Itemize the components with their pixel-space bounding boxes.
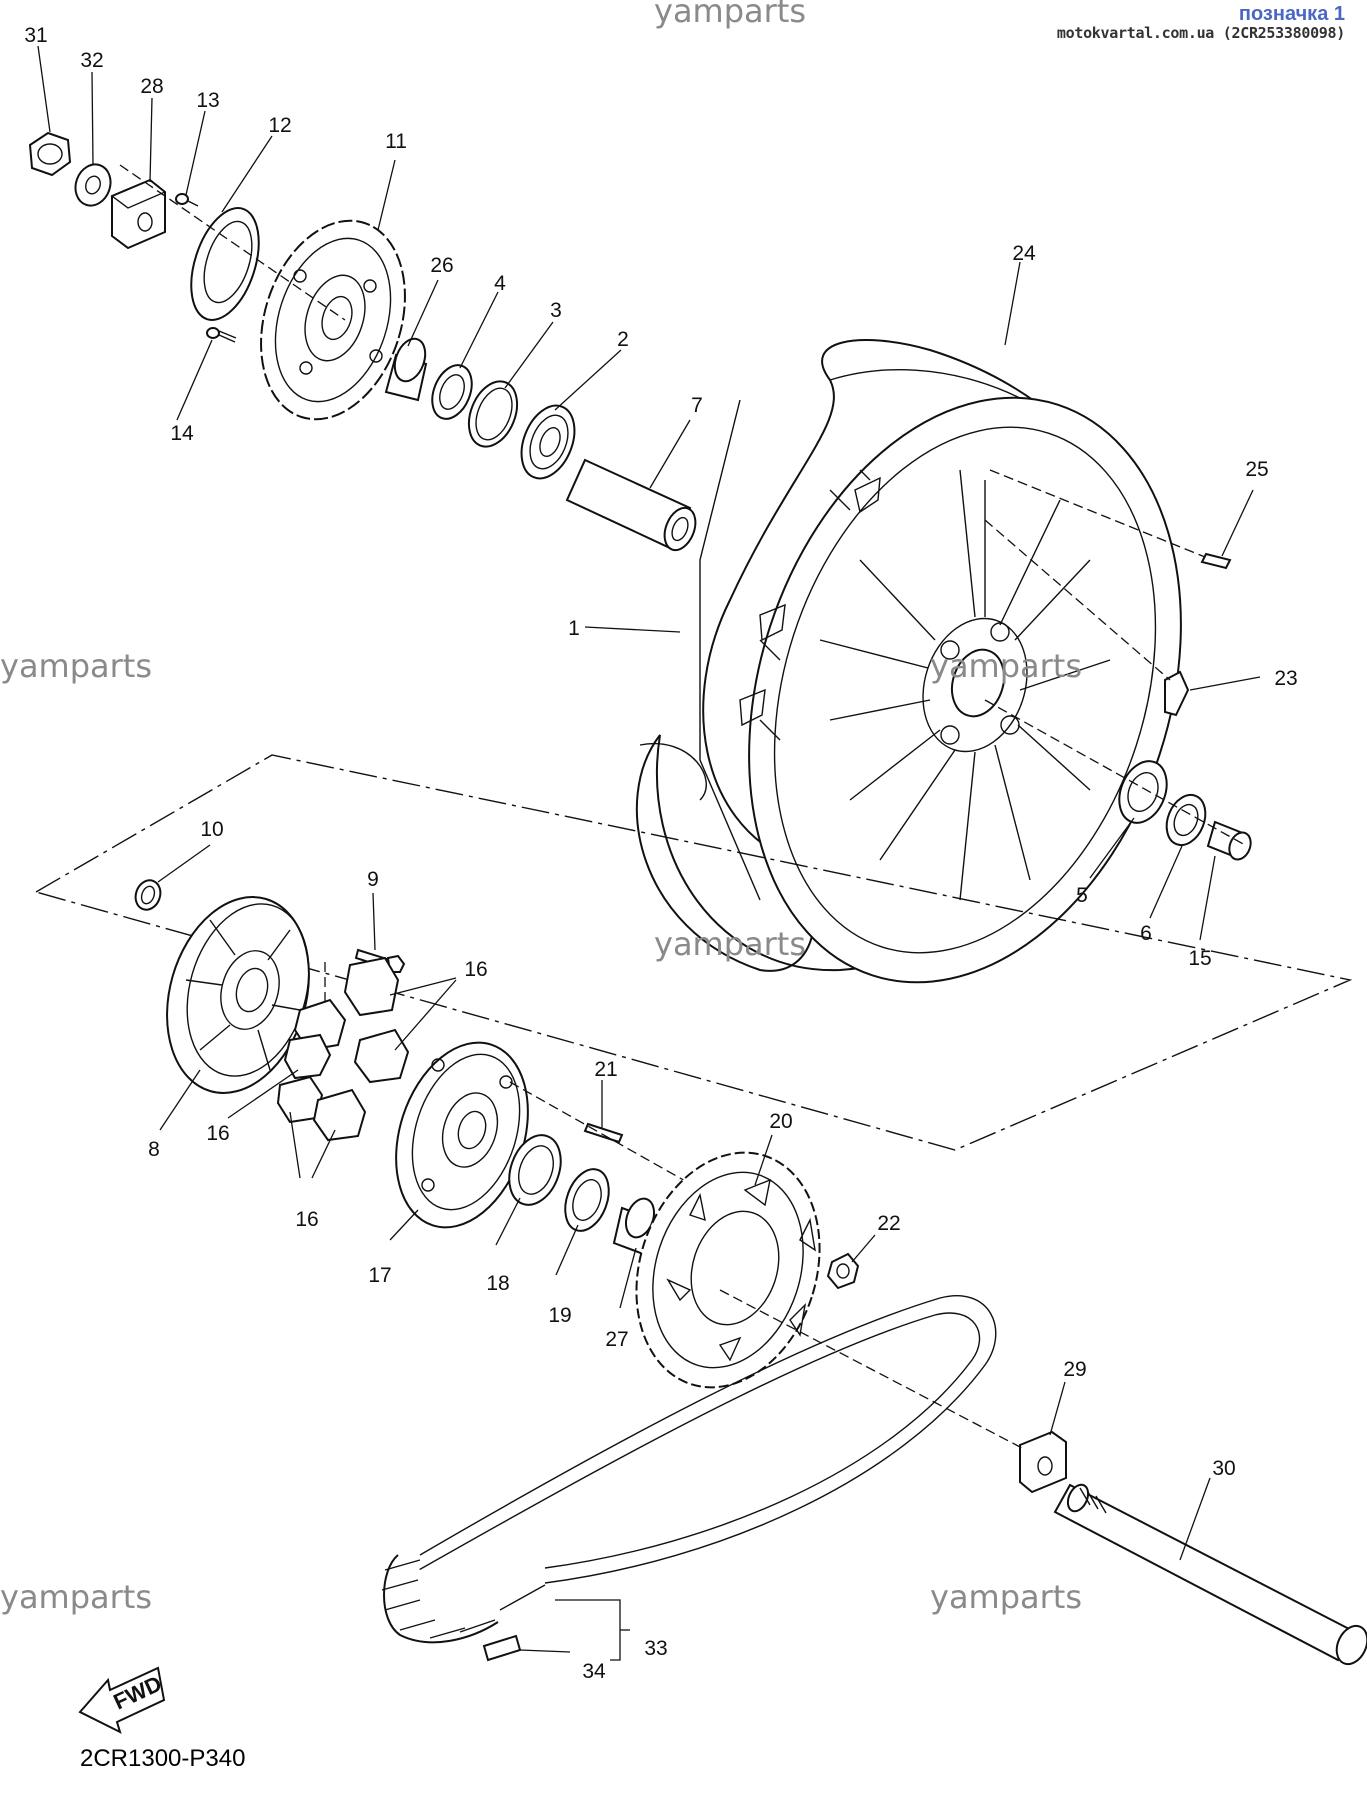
part-13-screw: [175, 193, 199, 207]
callout-32: 32: [80, 49, 103, 72]
callout-labels: 31 32 28 13 12 11 14 26 4 3 2 7 1 24 25 …: [24, 24, 1297, 1683]
watermark: yamparts: [0, 647, 153, 685]
part-20-rear-sprocket: [635, 1151, 821, 1389]
stamp-label: позначка 1: [1238, 3, 1345, 25]
callout-7: 7: [691, 394, 703, 417]
callout-19: 19: [548, 1304, 571, 1327]
callout-5: 5: [1076, 884, 1088, 907]
callout-15: 15: [1188, 947, 1211, 970]
callout-22: 22: [877, 1212, 900, 1235]
callout-33: 33: [644, 1637, 667, 1660]
callout-16-b: 16: [206, 1122, 229, 1145]
part-25-balance-weight: [989, 469, 1232, 570]
part-21-stud-bolt: [583, 1122, 624, 1144]
callout-34: 34: [582, 1660, 606, 1683]
callout-4: 4: [494, 272, 506, 295]
hub-assembly-boundary: [34, 754, 1353, 1151]
callout-26: 26: [430, 254, 453, 277]
part-29-chain-puller: [1019, 1430, 1067, 1494]
part-4-oil-seal: [431, 364, 473, 420]
callout-10: 10: [200, 818, 223, 841]
part-17-sprocket-hub: [395, 1041, 529, 1229]
part-26-collar: [384, 337, 428, 402]
callout-28: 28: [140, 75, 163, 98]
part-12-plate: [190, 207, 260, 321]
part-16-damper-upper-2: [353, 1028, 410, 1084]
part-6-oil-seal: [1165, 793, 1207, 847]
callout-23: 23: [1274, 667, 1297, 690]
callout-6: 6: [1140, 922, 1152, 945]
part-28-chain-puller: [110, 178, 167, 250]
callout-16-c: 16: [295, 1208, 318, 1231]
diagram-code: 2CR1300-P340: [80, 1745, 246, 1772]
part-1-rim: [699, 396, 1182, 984]
part-7-spacer-tube: [565, 458, 697, 552]
callout-20: 20: [769, 1110, 792, 1133]
leader-lines: [37, 45, 1261, 1661]
fwd-arrow-icon: FWD: [78, 1666, 166, 1734]
part-33-drive-chain: [381, 1295, 997, 1644]
watermark: yamparts: [930, 647, 1083, 685]
callout-16: 16: [464, 958, 487, 981]
callout-31: 31: [24, 24, 47, 47]
callout-12: 12: [268, 114, 291, 137]
watermark: yamparts: [0, 1578, 153, 1616]
part-11-brake-disc: [260, 219, 406, 421]
watermark: yamparts: [930, 1578, 1083, 1616]
callout-8: 8: [148, 1138, 160, 1161]
callout-27: 27: [605, 1328, 628, 1351]
part-3-circlip: [467, 380, 519, 448]
callout-24: 24: [1012, 242, 1036, 265]
part-30-axle: [1053, 1483, 1367, 1666]
callout-9: 9: [367, 868, 379, 891]
part-23-valve: [984, 519, 1190, 717]
watermark: yamparts: [654, 0, 807, 30]
part-16-damper-upper-1: [343, 956, 400, 1017]
part-14-bolt: [206, 327, 237, 343]
callout-21: 21: [594, 1058, 617, 1081]
part-18-bearing: [508, 1134, 562, 1206]
part-16-damper-mid: [283, 998, 347, 1080]
part-31-nut: [28, 131, 72, 177]
callout-29: 29: [1063, 1358, 1086, 1381]
callout-11: 11: [385, 130, 407, 153]
part-10-o-ring: [134, 879, 162, 911]
stamp-site: motokvartal.com.ua (2CR253380098): [1056, 24, 1345, 42]
part-19-oil-seal: [564, 1168, 610, 1232]
callout-30: 30: [1212, 1457, 1235, 1480]
part-34-master-link: [482, 1634, 522, 1662]
callout-1: 1: [568, 617, 580, 640]
part-2-bearing: [520, 404, 576, 480]
part-15-collar: [1206, 820, 1252, 861]
callout-13: 13: [196, 89, 219, 112]
callout-3: 3: [550, 299, 562, 322]
part-32-washer: [74, 163, 112, 207]
part-22-nut: [826, 1252, 860, 1290]
callout-2: 2: [617, 328, 629, 351]
watermark: yamparts: [654, 925, 807, 963]
callout-17: 17: [368, 1264, 391, 1287]
callout-18: 18: [486, 1272, 509, 1295]
part-16-damper-lower: [276, 1075, 367, 1142]
callout-14: 14: [170, 422, 194, 445]
callout-25: 25: [1245, 458, 1268, 481]
